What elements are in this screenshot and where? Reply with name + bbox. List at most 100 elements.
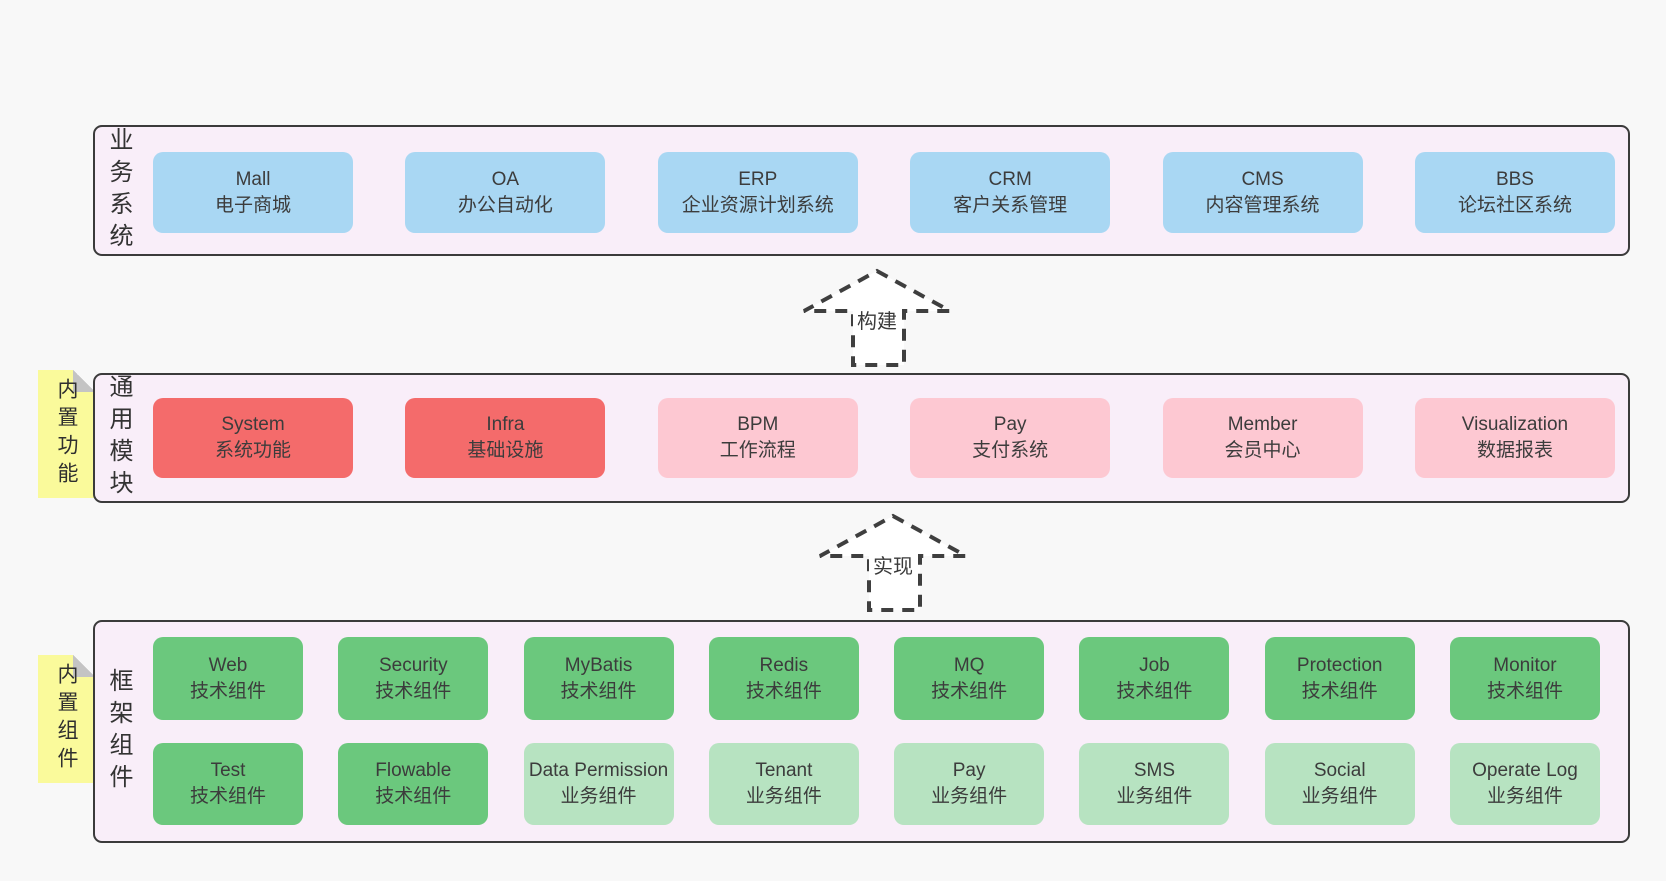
box-title: CMS: [1241, 168, 1284, 190]
box-title: BPM: [737, 414, 779, 436]
box-title: SMS: [1133, 760, 1175, 782]
box-subtitle: 系统功能: [214, 440, 291, 461]
box-subtitle: 客户关系管理: [953, 194, 1068, 216]
sticky-note-builtin-components: 内置组件: [38, 655, 95, 783]
box-title: Pay: [993, 414, 1027, 436]
box-subtitle: 技术组件: [931, 680, 1008, 702]
panel-label-business-systems: 业务系统: [105, 126, 132, 255]
box-bbs: BBS 论坛社区系统: [1414, 152, 1615, 233]
box-title: Monitor: [1493, 654, 1557, 676]
box-subtitle: 企业资源计划系统: [681, 194, 834, 216]
box-subtitle: 技术组件: [1116, 680, 1193, 702]
box-title: Pay: [952, 760, 986, 782]
box-redis: Redis 技术组件: [708, 637, 859, 720]
box-title: Social: [1313, 760, 1366, 782]
box-monitor: Monitor 技术组件: [1449, 637, 1600, 720]
box-title: BBS: [1495, 168, 1534, 190]
box-subtitle: 技术组件: [189, 680, 266, 702]
box-subtitle: 技术组件: [745, 680, 822, 702]
box-subtitle: 会员中心: [1224, 440, 1301, 461]
box-title: Job: [1139, 654, 1170, 676]
box-operate-log: Operate Log 业务组件: [1449, 743, 1600, 825]
box-job: Job 技术组件: [1079, 637, 1230, 720]
box-subtitle: 内容管理系统: [1205, 194, 1320, 216]
box-subtitle: 论坛社区系统: [1457, 194, 1572, 216]
box-subtitle: 业务组件: [1486, 786, 1563, 807]
box-mq: MQ 技术组件: [894, 637, 1045, 720]
box-title: OA: [491, 168, 520, 190]
box-subtitle: 业务组件: [1116, 786, 1193, 807]
box-flowable: Flowable 技术组件: [338, 743, 489, 825]
box-title: MQ: [953, 654, 985, 676]
sticky-note-label: 内置组件: [55, 663, 78, 775]
box-subtitle: 技术组件: [375, 786, 452, 807]
box-title: MyBatis: [564, 654, 633, 676]
box-system: System 系统功能: [153, 398, 353, 478]
box-title: Operate Log: [1472, 760, 1578, 782]
box-pay-business: Pay 业务组件: [894, 743, 1045, 825]
box-test: Test 技术组件: [153, 743, 303, 825]
arrow-implement-label: 实现: [869, 549, 917, 580]
box-data-permission: Data Permission 业务组件: [523, 743, 674, 825]
box-title: Mall: [235, 168, 271, 190]
box-subtitle: 数据报表: [1476, 440, 1553, 461]
box-title: Data Permission: [528, 760, 669, 782]
arrow-build: 构建: [800, 266, 954, 370]
box-subtitle: 业务组件: [1301, 786, 1378, 807]
framework-components-row-2: Test 技术组件 Flowable 技术组件 Data Permission …: [153, 743, 1600, 825]
box-subtitle: 技术组件: [375, 680, 452, 702]
box-title: Flowable: [375, 760, 452, 782]
box-subtitle: 技术组件: [189, 786, 266, 807]
box-mall: Mall 电子商城: [153, 152, 353, 233]
box-cms: CMS 内容管理系统: [1162, 152, 1363, 233]
panel-label-common-modules: 通用模块: [105, 374, 132, 502]
box-crm: CRM 客户关系管理: [910, 152, 1111, 233]
box-subtitle: 电子商城: [214, 194, 291, 216]
box-mybatis: MyBatis 技术组件: [523, 637, 674, 720]
box-title: Test: [210, 760, 246, 782]
box-title: Web: [208, 654, 248, 676]
framework-components-row-1: Web 技术组件 Security 技术组件 MyBatis 技术组件 Redi…: [153, 637, 1600, 720]
box-subtitle: 业务组件: [745, 786, 822, 807]
box-visualization: Visualization 数据报表: [1414, 398, 1615, 478]
box-subtitle: 技术组件: [1486, 680, 1563, 702]
arrow-build-label: 构建: [853, 304, 901, 335]
sticky-note-label: 内置功能: [55, 378, 78, 490]
box-bpm: BPM 工作流程: [657, 398, 858, 478]
box-title: Infra: [486, 414, 525, 436]
box-title: Security: [378, 654, 448, 676]
box-title: CRM: [988, 168, 1032, 190]
box-title: ERP: [738, 168, 778, 190]
box-subtitle: 支付系统: [972, 440, 1049, 461]
panel-label-framework-components: 框架组件: [105, 667, 132, 796]
box-pay: Pay 支付系统: [910, 398, 1111, 478]
box-subtitle: 业务组件: [560, 786, 637, 807]
panel-framework-components: 框架组件 Web 技术组件 Security 技术组件 MyBatis 技术组件…: [93, 620, 1630, 843]
box-security: Security 技术组件: [338, 637, 489, 720]
box-infra: Infra 基础设施: [405, 398, 606, 478]
box-erp: ERP 企业资源计划系统: [657, 152, 858, 233]
box-title: Visualization: [1461, 414, 1569, 436]
box-subtitle: 基础设施: [467, 440, 544, 461]
common-modules-row: System 系统功能 Infra 基础设施 BPM 工作流程 Pay 支付系统…: [153, 398, 1615, 478]
sticky-note-builtin-features: 内置功能: [38, 370, 95, 498]
box-protection: Protection 技术组件: [1264, 637, 1415, 720]
box-web: Web 技术组件: [153, 637, 303, 720]
box-subtitle: 办公自动化: [457, 194, 553, 216]
box-title: System: [221, 414, 285, 436]
box-title: Protection: [1296, 654, 1383, 676]
box-tenant: Tenant 业务组件: [708, 743, 859, 825]
panel-common-modules: 通用模块 System 系统功能 Infra 基础设施 BPM 工作流程 Pay…: [93, 373, 1630, 503]
box-subtitle: 技术组件: [560, 680, 637, 702]
box-title: Tenant: [755, 760, 813, 782]
box-subtitle: 业务组件: [931, 786, 1008, 807]
box-subtitle: 技术组件: [1301, 680, 1378, 702]
box-social: Social 业务组件: [1264, 743, 1415, 825]
panel-business-systems: 业务系统 Mall 电子商城 OA 办公自动化 ERP 企业资源计划系统 CRM…: [93, 125, 1630, 256]
business-systems-row: Mall 电子商城 OA 办公自动化 ERP 企业资源计划系统 CRM 客户关系…: [153, 152, 1615, 233]
box-title: Member: [1227, 414, 1298, 436]
box-title: Redis: [759, 654, 809, 676]
box-member: Member 会员中心: [1162, 398, 1363, 478]
box-sms: SMS 业务组件: [1079, 743, 1230, 825]
arrow-implement: 实现: [816, 511, 970, 615]
